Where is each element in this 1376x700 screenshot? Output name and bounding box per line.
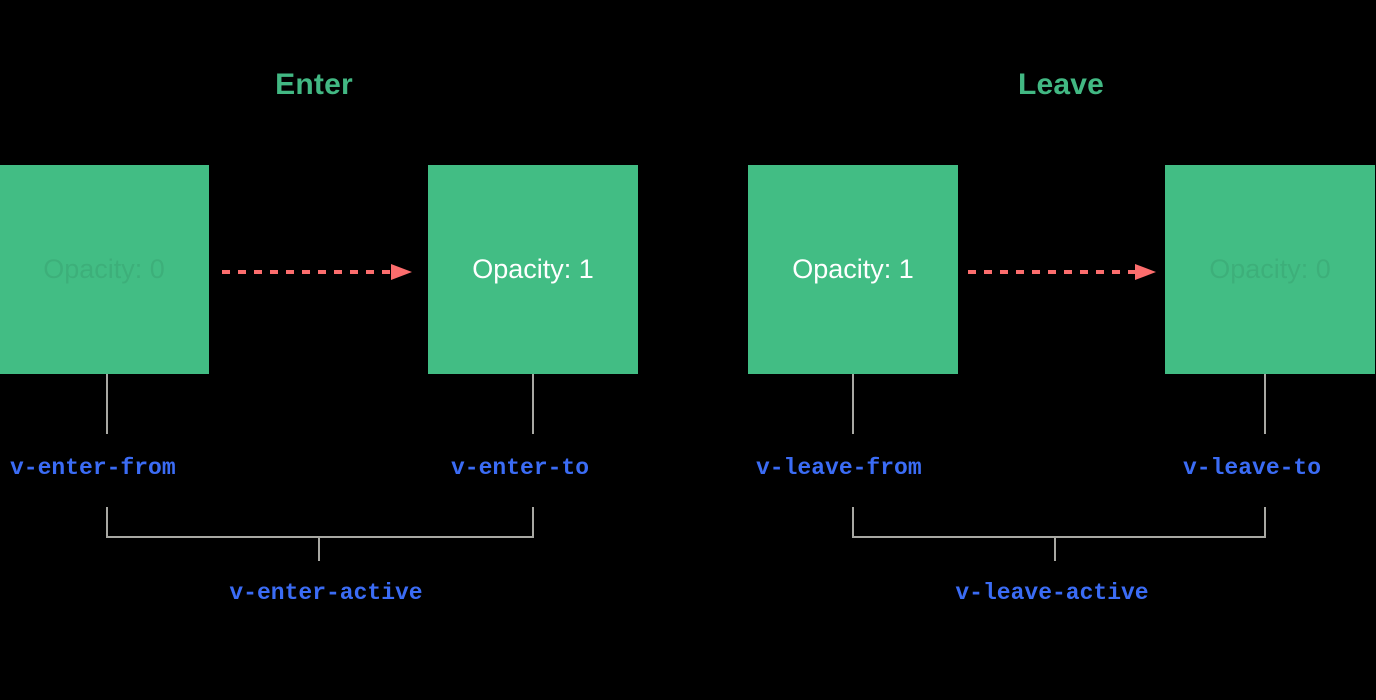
- state-box-enter-to: Opacity: 1: [428, 165, 638, 374]
- arrow-head-leave-icon: [1135, 264, 1156, 280]
- arrow-head-enter-icon: [391, 264, 412, 280]
- connector-stem-leave-from: [852, 374, 854, 434]
- bracket-stem-v-leave-active: [1054, 537, 1056, 561]
- opacity-label-leave-to: Opacity: 0: [1209, 254, 1331, 284]
- arrow-dashes-leave: [968, 270, 1136, 274]
- bracket-v-leave-active: [852, 507, 1266, 538]
- class-label-v-leave-to: v-leave-to: [1183, 455, 1322, 481]
- arrow-dashes-enter: [222, 270, 392, 274]
- class-label-v-enter-from: v-enter-from: [10, 455, 176, 481]
- connector-stem-enter-to: [532, 374, 534, 434]
- transition-arrow-enter: [222, 264, 412, 280]
- state-box-leave-to: Opacity: 0: [1165, 165, 1375, 374]
- opacity-label-enter-from: Opacity: 0: [43, 254, 165, 284]
- state-box-enter-from: Opacity: 0: [0, 165, 209, 374]
- state-box-leave-from: Opacity: 1: [748, 165, 958, 374]
- bracket-stem-v-enter-active: [318, 537, 320, 561]
- class-label-v-leave-active: v-leave-active: [955, 580, 1149, 606]
- connector-stem-leave-to: [1264, 374, 1266, 434]
- transition-arrow-leave: [968, 264, 1156, 280]
- bracket-v-enter-active: [106, 507, 534, 538]
- class-label-v-enter-to: v-enter-to: [451, 455, 590, 481]
- section-title-enter: Enter: [275, 68, 353, 101]
- class-label-v-enter-active: v-enter-active: [229, 580, 423, 606]
- opacity-label-leave-from: Opacity: 1: [792, 254, 914, 284]
- connector-stem-enter-from: [106, 374, 108, 434]
- class-label-v-leave-from: v-leave-from: [756, 455, 922, 481]
- opacity-label-enter-to: Opacity: 1: [472, 254, 594, 284]
- section-title-leave: Leave: [1017, 68, 1105, 101]
